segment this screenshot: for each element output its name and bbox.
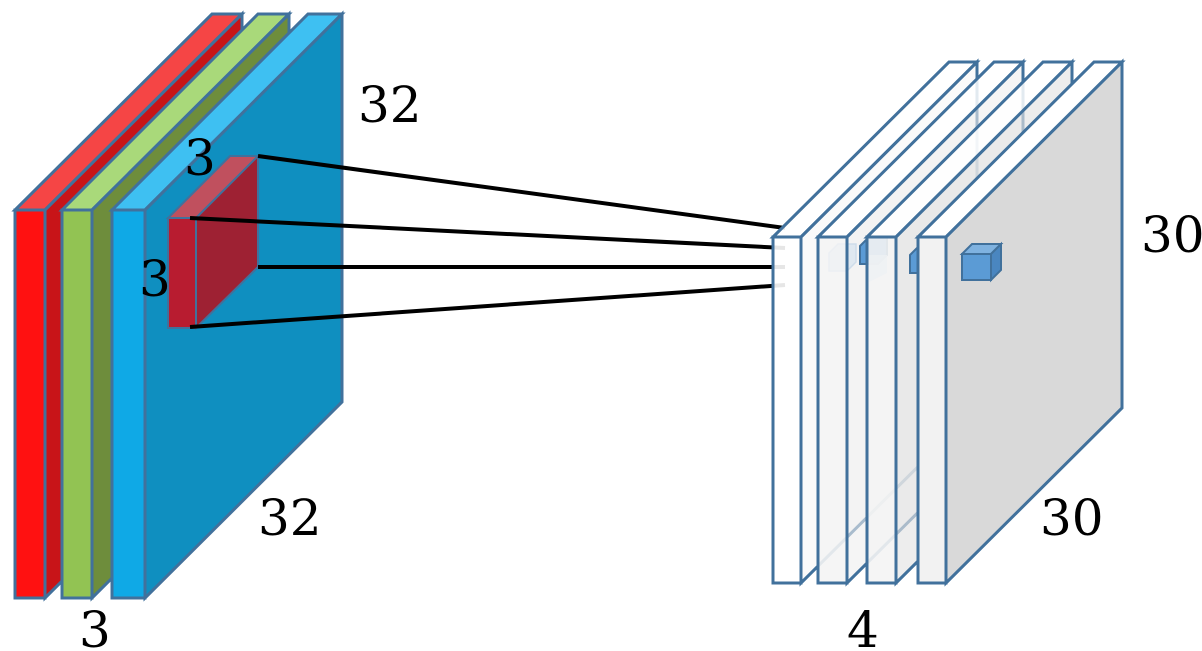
kernel-width-label: 3: [139, 250, 171, 308]
connector-line: [189, 283, 786, 329]
input-width-label: 32: [258, 489, 322, 547]
kernel-height-label: 3: [184, 129, 216, 187]
output-cell: [959, 241, 1004, 283]
output-volume: [769, 58, 1126, 587]
output-height-label: 30: [1141, 206, 1202, 264]
input-depth-label: 3: [79, 601, 111, 651]
connector-line: [257, 154, 786, 230]
kernel-connectors: [189, 154, 786, 329]
output-feature-map-4: [914, 58, 1126, 587]
output-width-label: 30: [1040, 489, 1104, 547]
output-depth-label: 4: [847, 601, 879, 651]
input-height-label: 32: [358, 76, 422, 134]
input-volume: [11, 10, 346, 602]
connector-line: [189, 216, 786, 250]
